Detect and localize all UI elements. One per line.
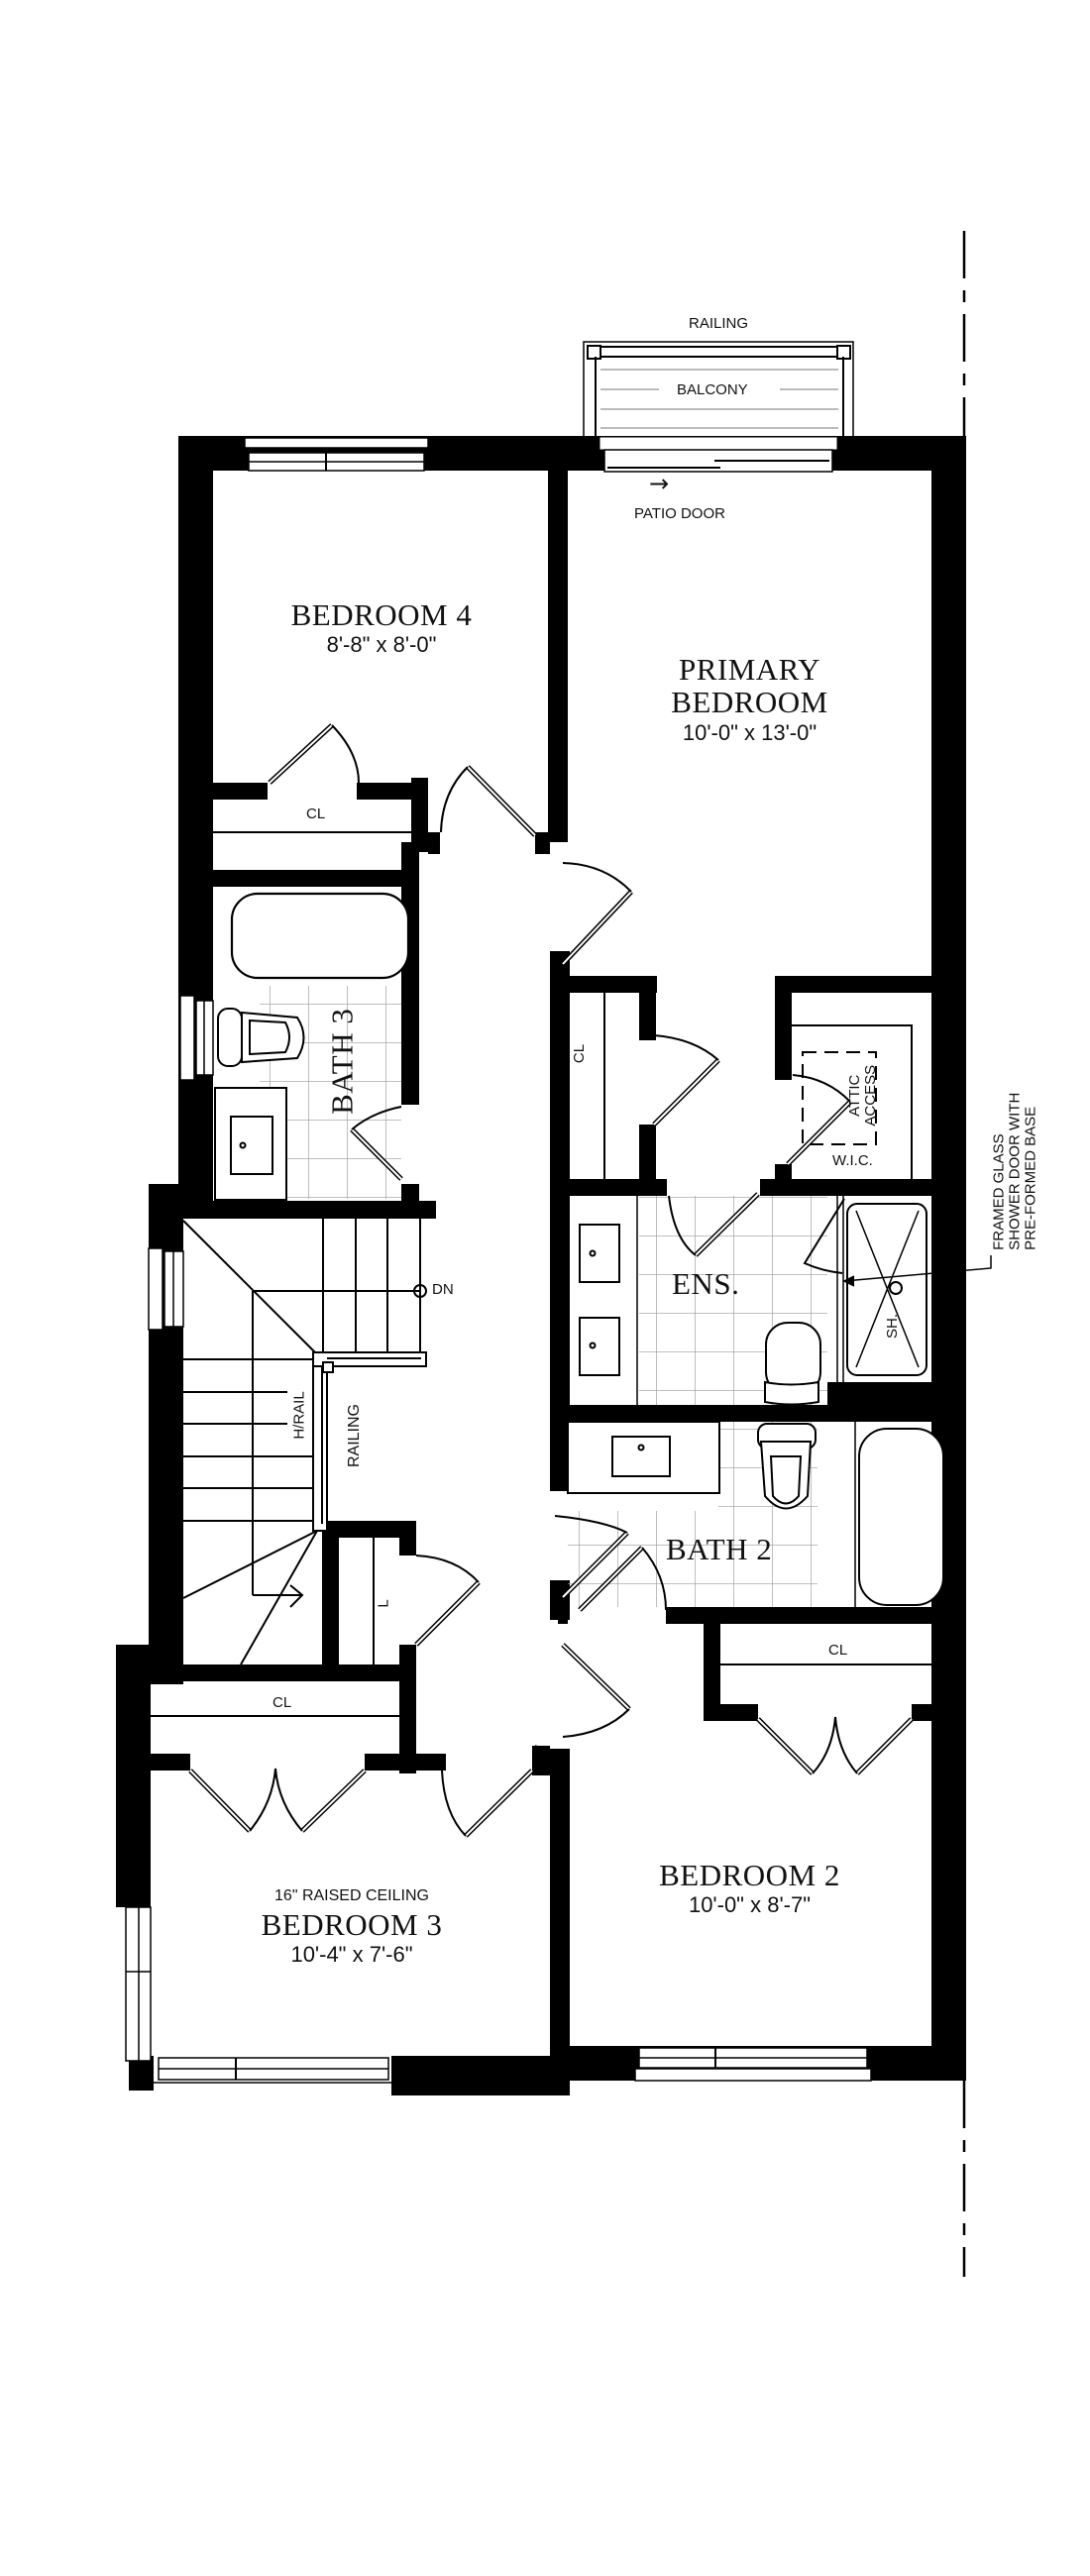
- raised-ceiling-note: 16" RAISED CEILING: [274, 1887, 429, 1904]
- room-dimensions: 10'-0" x 8'-7": [688, 1891, 812, 1917]
- room-name: BEDROOM 2: [659, 1858, 840, 1892]
- shower-note-leader: [842, 1255, 992, 1287]
- fixtures: [151, 889, 944, 1717]
- attic-access-label: ATTIC ACCESS: [846, 1064, 879, 1127]
- balcony: [583, 341, 854, 438]
- room-dimensions: 10'-0" x 13'-0": [682, 720, 818, 746]
- stair-railing-label: RAILING: [346, 1403, 364, 1468]
- windows: [125, 436, 872, 2084]
- closet-label-bedroom-2: CL: [828, 1642, 848, 1659]
- room-name: BEDROOM 3: [261, 1907, 443, 1942]
- patio-door-arrow: →: [649, 470, 670, 497]
- attic-line1: ATTIC: [846, 1074, 864, 1117]
- closet-label-bedroom-3: CL: [272, 1694, 292, 1711]
- doors: [188, 723, 914, 1838]
- room-bath-2: BATH 2: [666, 1532, 773, 1566]
- room-name-line2: BEDROOM: [671, 684, 828, 719]
- shower-label: SH.: [884, 1313, 902, 1340]
- attic-line2: ACCESS: [861, 1064, 879, 1127]
- room-bedroom-4: BEDROOM 4 8'-8" x 8'-0": [213, 597, 550, 658]
- closet-label-primary: CL: [571, 1043, 589, 1064]
- stairs-down-label: DN: [432, 1281, 454, 1298]
- balcony-label: BALCONY: [677, 381, 748, 398]
- room-dimensions: 8'-8" x 8'-0": [326, 631, 437, 657]
- shower-note-line3: PRE-FORMED BASE: [1022, 1106, 1039, 1250]
- patio-door-label: PATIO DOOR: [634, 505, 725, 522]
- room-bedroom-2: BEDROOM 2 10'-0" x 8'-7": [568, 1858, 931, 1918]
- room-name-line1: PRIMARY: [678, 652, 821, 687]
- room-bath-3: BATH 3: [324, 1008, 360, 1115]
- room-dimensions: 10'-4" x 7'-6": [290, 1941, 413, 1967]
- wic-label: W.I.C.: [832, 1152, 873, 1169]
- room-primary-bedroom: PRIMARY BEDROOM 10'-0" x 13'-0": [568, 652, 931, 746]
- staircase: [182, 1219, 427, 1665]
- linen-closet-label: L: [375, 1599, 392, 1608]
- shower-note-line2: SHOWER DOOR WITH: [1006, 1092, 1024, 1250]
- closet-label: CL: [306, 805, 326, 822]
- handrail-label: H/RAIL: [290, 1391, 308, 1440]
- room-bedroom-3: 16" RAISED CEILING BEDROOM 3 10'-4" x 7'…: [154, 1887, 550, 1968]
- balcony-railing-label: RAILING: [689, 315, 749, 332]
- room-ensuite: ENS.: [672, 1266, 740, 1301]
- shower-note-line1: FRAMED GLASS: [990, 1133, 1008, 1250]
- room-name: BEDROOM 4: [290, 597, 473, 632]
- shower-door-note: FRAMED GLASS SHOWER DOOR WITH PRE-FORMED…: [990, 1092, 1039, 1250]
